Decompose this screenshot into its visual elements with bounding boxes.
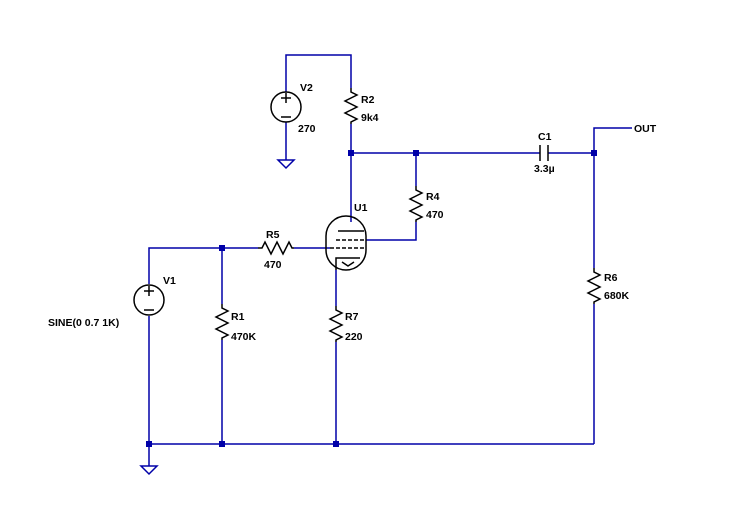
junction-dot bbox=[591, 150, 597, 156]
r5-value: 470 bbox=[264, 259, 282, 271]
tube-cathode bbox=[335, 257, 360, 270]
r1-name: R1 bbox=[231, 311, 245, 323]
tube-envelope-icon bbox=[325, 215, 367, 271]
wire-out-flag bbox=[593, 127, 632, 153]
v2-value: 270 bbox=[298, 123, 316, 135]
r6-value: 680K bbox=[604, 290, 630, 302]
u1-name: U1 bbox=[354, 202, 368, 214]
resistor-r6[interactable] bbox=[586, 268, 602, 304]
r4-name: R4 bbox=[426, 191, 440, 203]
voltage-source-v1[interactable] bbox=[133, 284, 165, 316]
junction-dot bbox=[219, 245, 225, 251]
resistor-r7[interactable] bbox=[328, 306, 344, 342]
junction-dot bbox=[146, 441, 152, 447]
r2-value: 9k4 bbox=[361, 112, 379, 124]
resistor-r1[interactable] bbox=[214, 304, 230, 340]
out-net-label: OUT bbox=[634, 123, 657, 135]
resistor-r5[interactable] bbox=[258, 240, 294, 256]
resistor-r2[interactable] bbox=[343, 88, 359, 124]
r7-value: 220 bbox=[345, 331, 363, 343]
junctions bbox=[146, 150, 597, 447]
r6-name: R6 bbox=[604, 272, 618, 284]
c1-name: C1 bbox=[538, 131, 552, 143]
ground-icon bbox=[276, 159, 296, 170]
v2-name: V2 bbox=[300, 82, 313, 94]
voltage-source-v2[interactable] bbox=[270, 91, 302, 123]
vacuum-tube-u1[interactable] bbox=[325, 215, 367, 271]
source-icon bbox=[270, 91, 302, 123]
r2-name: R2 bbox=[361, 94, 375, 106]
junction-dot bbox=[413, 150, 419, 156]
tube-heater bbox=[341, 261, 355, 267]
junction-dot bbox=[348, 150, 354, 156]
ground-symbol-v2 bbox=[276, 159, 296, 170]
junction-dot bbox=[219, 441, 225, 447]
ground-icon bbox=[139, 465, 159, 476]
wire-v2-r2 bbox=[285, 54, 352, 92]
r5-name: R5 bbox=[266, 229, 280, 241]
ground-symbol-main bbox=[139, 465, 159, 476]
r1-value: 470K bbox=[231, 331, 257, 343]
wire-r4-grid bbox=[366, 222, 417, 241]
v1-name: V1 bbox=[163, 275, 176, 287]
wires bbox=[148, 54, 632, 466]
source-icon bbox=[133, 284, 165, 316]
v1-value: SINE(0 0.7 1K) bbox=[48, 317, 119, 329]
r7-name: R7 bbox=[345, 311, 359, 323]
resistor-r4[interactable] bbox=[408, 186, 424, 222]
c1-value: 3.3µ bbox=[534, 163, 555, 175]
capacitor-c1[interactable] bbox=[539, 145, 549, 161]
junction-dot bbox=[333, 441, 339, 447]
r4-value: 470 bbox=[426, 209, 444, 221]
